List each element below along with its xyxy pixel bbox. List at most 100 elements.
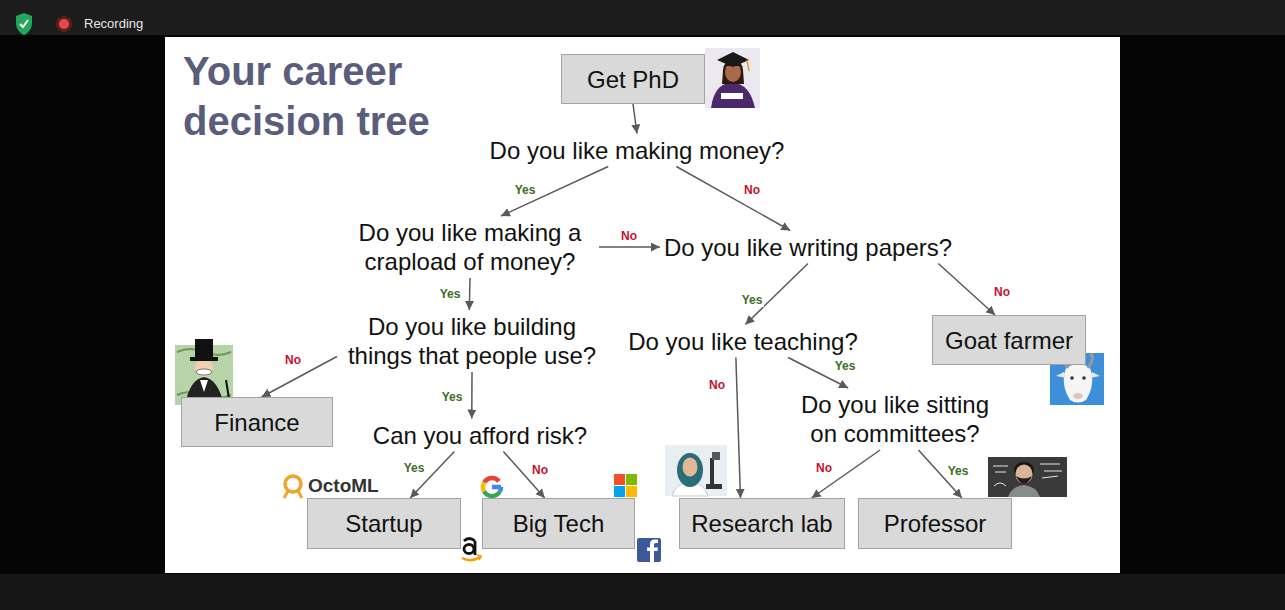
zoom-bottom-bar [0, 574, 1285, 610]
edge-label: No [619, 229, 639, 243]
facebook-logo [647, 540, 658, 563]
shield-icon [20, 20, 28, 27]
edge-label: Yes [513, 183, 538, 197]
microsoft-logo [614, 474, 637, 497]
edge-label: Yes [402, 461, 427, 475]
connector-arrow [633, 104, 637, 134]
logo-wordmark: OctoML [308, 474, 379, 498]
recording-dot [56, 16, 72, 32]
goat-picture [1073, 393, 1083, 399]
microsoft-logo [626, 486, 637, 497]
node-text: Can you afford risk? [373, 421, 587, 450]
recording-status: Recording [84, 16, 143, 32]
node-text: Do you like making money? [490, 136, 785, 165]
node-text: Startup [345, 509, 422, 538]
microsoft-logo [614, 486, 625, 497]
edge-label: No [707, 378, 727, 392]
amazon-logo [477, 555, 481, 560]
graduate-photo [705, 48, 760, 108]
edge-label: No [283, 353, 303, 367]
outcome-box: Big Tech [482, 498, 635, 549]
outcome-box: Research lab [679, 498, 844, 549]
slide-title: Your career decision tree [183, 46, 483, 146]
node-text: Do you like writing papers? [664, 233, 952, 262]
octoml-logo [284, 476, 302, 498]
connector-arrow [938, 264, 995, 316]
amazon-logo [462, 539, 481, 561]
shield-icon [16, 13, 32, 35]
scientist-photo [683, 458, 698, 477]
goat-picture [1088, 354, 1093, 368]
scientist-photo [665, 445, 727, 496]
decision-question: Do you like making money? [486, 134, 789, 167]
goat-picture [1064, 364, 1093, 403]
monopoly-man-picture [175, 339, 233, 405]
connector-arrow [599, 246, 660, 248]
scientist-photo [706, 484, 722, 489]
google-logo [484, 492, 500, 497]
recording-dot [59, 19, 69, 29]
octoml-logo [284, 491, 288, 498]
slide-background [165, 37, 1120, 573]
edge-label: No [530, 463, 550, 477]
microsoft-logo [614, 474, 625, 485]
monopoly-man-picture [200, 380, 208, 392]
decision-question: Do you like sitting on committees? [789, 388, 1002, 450]
goat-picture [1090, 372, 1100, 378]
professor-photo [1008, 485, 1040, 497]
google-logo [483, 478, 501, 496]
decision-question: Do you like building things that people … [337, 310, 607, 372]
goat-picture [1082, 376, 1086, 380]
google-logo [492, 485, 501, 490]
edge-label: No [992, 285, 1012, 299]
slide-background [165, 37, 1120, 573]
graduate-photo [705, 48, 760, 108]
graduate-photo [747, 60, 749, 71]
facebook-logo [637, 538, 661, 562]
monopoly-man-picture [196, 369, 212, 375]
edge-label: Yes [833, 359, 858, 373]
decision-question: Do you like making a crapload of money? [341, 216, 599, 278]
edge-label: Yes [440, 390, 465, 404]
amazon-logo [462, 557, 480, 560]
node-text: Big Tech [513, 509, 605, 538]
octoml-logo [298, 491, 302, 498]
edge-label: No [814, 461, 834, 475]
octoml-logo [285, 476, 301, 492]
edge-label: No [742, 183, 762, 197]
node-text: Do you like sitting on committees? [793, 390, 998, 448]
node-text: Research lab [691, 509, 832, 538]
zoom-top-bar [0, 0, 1285, 35]
connector-arrow [501, 167, 608, 217]
outcome-box: Startup [307, 498, 461, 549]
amazon-logo [474, 541, 477, 555]
professor-photo [1016, 465, 1033, 484]
scientist-photo [665, 445, 727, 496]
scientist-photo [677, 453, 703, 487]
shield-icon [16, 13, 32, 35]
edge-label: Yes [740, 293, 765, 307]
graduate-photo [726, 61, 740, 66]
graduate-photo [717, 52, 749, 67]
outcome-box: Finance [181, 397, 333, 447]
node-text: Finance [214, 408, 299, 437]
decision-question: Can you afford risk? [369, 419, 591, 452]
connector-arrow [736, 358, 741, 499]
graduate-photo [725, 62, 741, 82]
professor-photo [988, 457, 1067, 497]
goat-picture [1070, 376, 1074, 380]
node-text: Do you like making a crapload of money? [345, 218, 595, 276]
connector-arrow [469, 278, 471, 310]
monopoly-man-picture [195, 359, 213, 377]
node-text: Professor [884, 509, 987, 538]
node-text: Do you like teaching? [628, 327, 857, 356]
edge-label: Yes [946, 464, 971, 478]
connector-arrow [471, 372, 473, 419]
facebook-logo [637, 538, 661, 562]
connector-arrow [812, 450, 880, 498]
scientist-photo [712, 452, 720, 460]
professor-photo [988, 457, 1067, 497]
professor-photo [993, 464, 1062, 486]
decision-question: Do you like teaching? [624, 325, 861, 358]
